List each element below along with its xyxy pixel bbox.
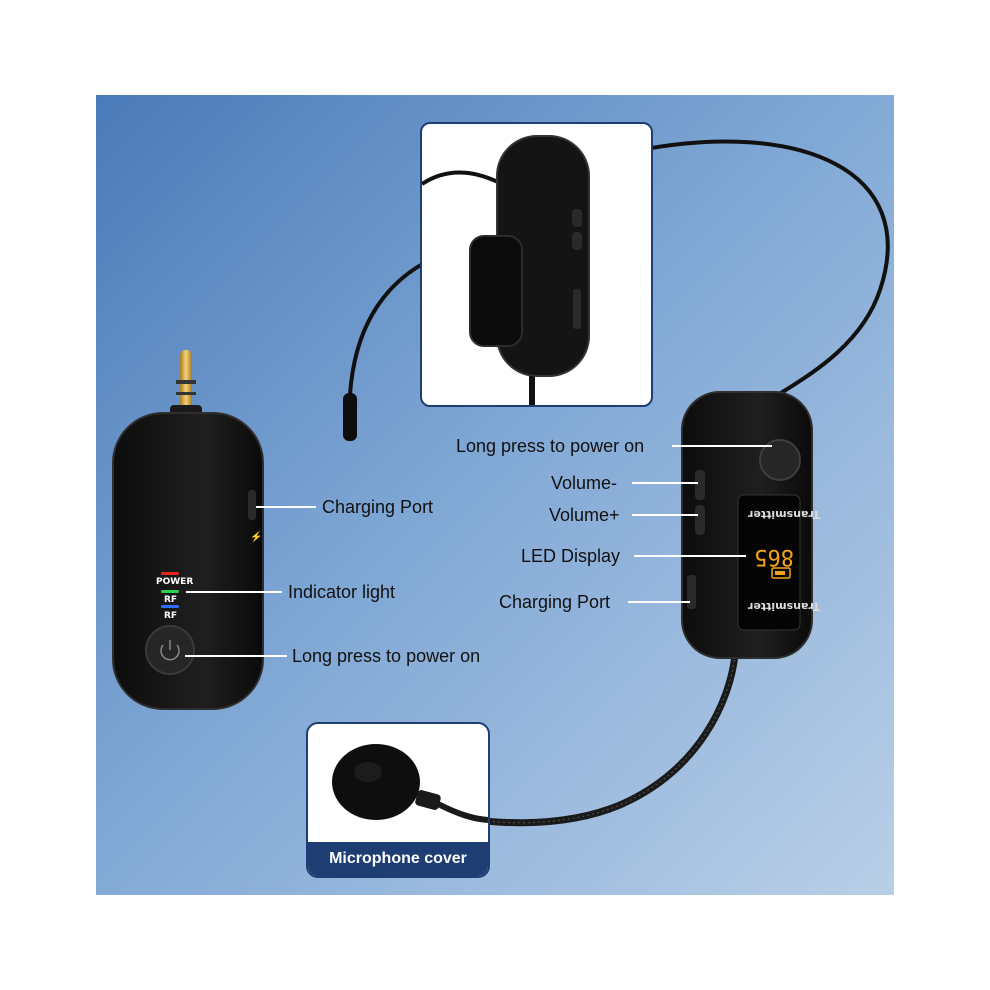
transmitter-device: 865	[681, 391, 813, 659]
callout-power-transmitter: Long press to power on	[456, 436, 645, 456]
headband-wire-left	[348, 258, 431, 396]
callout-charging-port-receiver: Charging Port	[322, 497, 434, 517]
callout-line-indicator	[186, 591, 282, 593]
indicator-label-rf-1: RF	[164, 595, 178, 605]
callout-volume-up: Volume+	[549, 505, 620, 525]
callout-line-volume-up	[632, 514, 698, 516]
transmitter-display-text-bottom: Transmitter	[748, 600, 821, 613]
audio-jack-plug	[180, 350, 192, 420]
transmitter-power-button	[759, 439, 801, 481]
foam-cover	[332, 744, 420, 820]
callout-line-transmitter-power	[672, 445, 772, 447]
headband-wire	[639, 139, 890, 402]
callout-led-display: LED Display	[521, 546, 621, 566]
indicator-label-power: POWER	[156, 577, 194, 587]
callout-indicator-light: Indicator light	[288, 582, 396, 602]
headband-end-tip	[343, 393, 357, 441]
callout-line-charging-port-left	[256, 506, 316, 508]
microphone-cover-inset: Microphone cover	[306, 722, 490, 878]
callout-line-receiver-power	[185, 655, 287, 657]
callout-line-charging-port-right	[628, 601, 690, 603]
lightning-icon: ⚡	[250, 530, 262, 543]
callout-volume-down: Volume-	[551, 473, 618, 493]
callout-power-receiver: Long press to power on	[292, 646, 481, 666]
receiver-device: ⚡	[112, 350, 264, 710]
led-digits: 865	[754, 544, 794, 569]
transmitter-display-text: Transmitter	[748, 508, 821, 521]
clip-closeup-inset	[420, 122, 653, 407]
led-screen	[737, 494, 801, 631]
microphone-cover-caption: Microphone cover	[308, 842, 488, 876]
callout-charging-port-transmitter: Charging Port	[499, 592, 611, 612]
indicator-label-rf-2: RF	[164, 611, 178, 621]
callout-line-volume-down	[632, 482, 698, 484]
battery-icon	[771, 567, 791, 579]
callout-line-led	[634, 555, 746, 557]
